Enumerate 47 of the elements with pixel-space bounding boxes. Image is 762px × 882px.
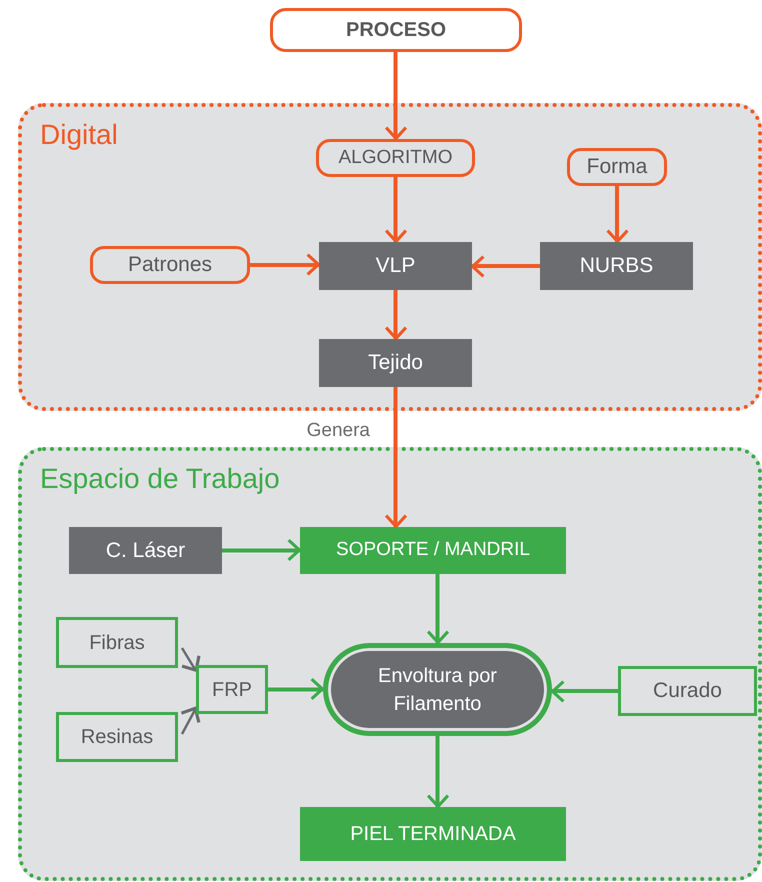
group-panel xyxy=(18,447,762,881)
node-label: Curado xyxy=(653,678,722,704)
node-label: PROCESO xyxy=(346,18,446,43)
node-label: C. Láser xyxy=(106,538,186,564)
arrow xyxy=(250,252,320,276)
node-label: FRP xyxy=(212,678,252,702)
node-label: Fibras xyxy=(89,630,145,656)
arrow xyxy=(426,574,450,644)
input-box xyxy=(316,139,475,177)
node-label: VLP xyxy=(376,253,416,280)
group-title: Espacio de Trabajo xyxy=(40,462,280,496)
process-box xyxy=(300,527,566,574)
node-label: PIEL TERMINADA xyxy=(350,822,516,847)
arrow xyxy=(180,706,201,735)
node-label: Tejido xyxy=(368,350,423,376)
node-label: NURBS xyxy=(580,253,654,280)
arrow xyxy=(426,736,450,808)
group-title: Digital xyxy=(40,118,118,152)
node-label: SOPORTE / MANDRIL xyxy=(336,538,530,562)
input-box xyxy=(56,712,178,762)
process-box xyxy=(319,339,472,387)
input-box xyxy=(56,617,178,668)
input-box xyxy=(90,246,250,284)
arrow xyxy=(268,677,324,701)
node-label: Envoltura por Filamento xyxy=(377,664,498,716)
group-panel xyxy=(18,103,762,411)
arrow xyxy=(550,680,618,704)
node-label: Resinas xyxy=(80,725,154,750)
arrow xyxy=(384,177,408,244)
input-box xyxy=(567,148,667,186)
arrow xyxy=(222,538,302,562)
arrow xyxy=(384,52,408,140)
arrow xyxy=(180,647,201,672)
process-box xyxy=(540,242,693,290)
input-box xyxy=(618,666,757,716)
arrow xyxy=(470,254,540,278)
input-box xyxy=(196,665,268,714)
arrow xyxy=(384,290,408,340)
node-label: ALGORITMO xyxy=(338,146,452,170)
node-label: Forma xyxy=(586,154,648,180)
output-box xyxy=(300,807,566,861)
node-label: Patrones xyxy=(128,252,212,278)
start-box xyxy=(270,8,522,52)
arrow xyxy=(384,387,408,528)
process-box xyxy=(69,527,222,574)
arrow xyxy=(606,186,630,244)
process-box xyxy=(319,242,472,290)
